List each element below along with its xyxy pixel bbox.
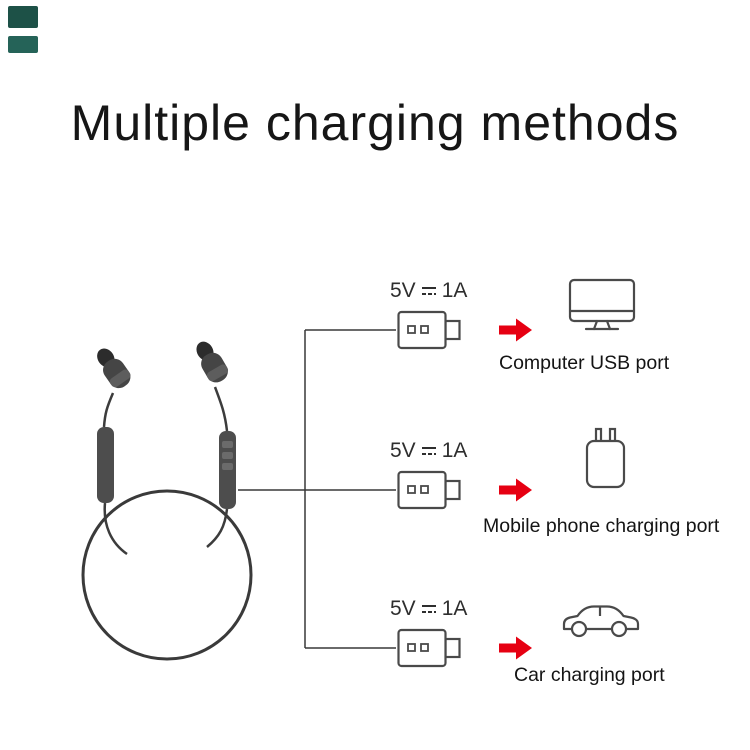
- usb-plug-icon: [397, 628, 461, 668]
- phone-charger-icon: [585, 427, 626, 489]
- dc-symbol-icon: [421, 447, 436, 455]
- power-button: [222, 452, 233, 459]
- battery-module: [97, 427, 114, 503]
- car-icon: [562, 605, 640, 638]
- left-earbud: [97, 348, 131, 389]
- device-label: Computer USB port: [499, 352, 670, 374]
- neckband-earphones-illustration: [81, 341, 253, 661]
- current-text: 1A: [441, 439, 468, 462]
- volume-up-button: [222, 441, 233, 448]
- usb-plug-icon: [397, 310, 461, 350]
- dc-symbol-icon: [421, 605, 436, 613]
- watermark-badge-bottom: [8, 36, 38, 53]
- cord-loop: [81, 489, 253, 661]
- spec-row-3: 5V 1A: [390, 597, 467, 621]
- computer-monitor-icon: [568, 278, 636, 331]
- right-earbud: [196, 341, 229, 383]
- voltage-text: 5V: [390, 279, 416, 302]
- page-title: Multiple charging methods: [70, 95, 680, 151]
- watermark-badge-top: [8, 6, 38, 28]
- inline-remote-module: [219, 431, 236, 509]
- voltage-text: 5V: [390, 597, 416, 620]
- spec-row-1: 5V 1A: [390, 279, 467, 303]
- arrow-right-icon: [499, 318, 532, 342]
- device-label: Car charging port: [514, 664, 665, 686]
- usb-plug-icon: [397, 470, 461, 510]
- arrow-right-icon: [499, 636, 532, 660]
- current-text: 1A: [441, 597, 468, 620]
- dc-symbol-icon: [421, 287, 436, 295]
- spec-row-2: 5V 1A: [390, 439, 467, 463]
- current-text: 1A: [441, 279, 468, 302]
- volume-down-button: [222, 463, 233, 470]
- device-label: Mobile phone charging port: [483, 515, 720, 537]
- cables: [102, 386, 229, 556]
- arrow-right-icon: [499, 478, 532, 502]
- voltage-text: 5V: [390, 439, 416, 462]
